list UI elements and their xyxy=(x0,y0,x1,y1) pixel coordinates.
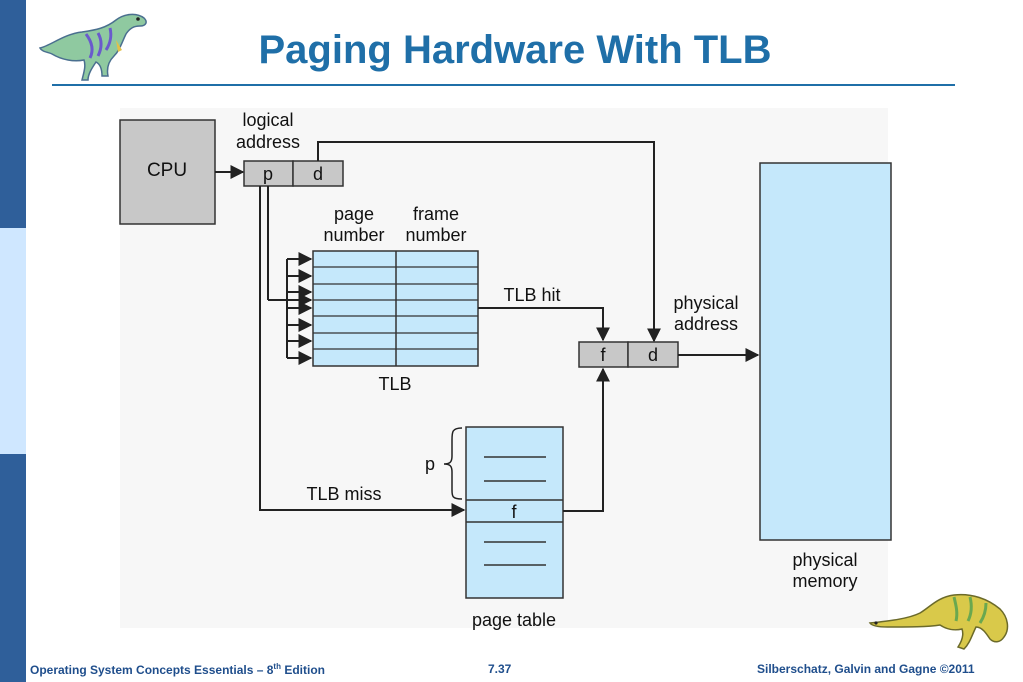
logical-address-line2: address xyxy=(236,132,300,152)
tlb-hit-arrow xyxy=(478,307,610,342)
frame-number-line2: number xyxy=(405,225,466,245)
logical-address-line1: logical xyxy=(242,110,293,130)
page-table-p-label: p xyxy=(425,454,435,474)
frame-number-line1: frame xyxy=(413,204,459,224)
physical-address-line1: physical xyxy=(673,293,738,313)
tlb-miss-label: TLB miss xyxy=(306,484,381,504)
page-table-label: page table xyxy=(472,610,556,630)
physical-d-box xyxy=(627,341,679,368)
physical-d-label: d xyxy=(648,345,658,365)
slide-title: Paging Hardware With TLB xyxy=(258,28,772,72)
footer-course-text: Operating System Concepts Essentials – 8 xyxy=(30,663,274,677)
sidebar-top-dark xyxy=(0,0,26,228)
sidebar-bottom-dark xyxy=(0,454,26,682)
page-number-line1: page xyxy=(334,204,374,224)
page-number: 7.37 xyxy=(488,662,512,676)
tlb-hit-label: TLB hit xyxy=(503,285,560,305)
dinosaur-icon xyxy=(38,13,147,81)
physical-f-label: f xyxy=(600,345,606,365)
physical-memory-line1: physical xyxy=(792,550,857,570)
title-divider xyxy=(52,84,955,86)
logical-d-box xyxy=(292,160,344,187)
logical-p-label: p xyxy=(263,164,273,184)
d-to-physical-d-arrow xyxy=(317,141,661,343)
page-table-to-f-arrow xyxy=(563,367,610,512)
page-table-brace xyxy=(443,427,463,500)
footer-course-sup: th xyxy=(273,662,281,671)
cpu-label: CPU xyxy=(147,160,187,181)
physical-memory-line2: memory xyxy=(792,571,857,591)
page-table-f-label: f xyxy=(511,502,517,522)
tlb-label: TLB xyxy=(378,374,411,394)
cpu-box xyxy=(119,119,216,225)
dinosaur-icon xyxy=(868,593,1009,650)
tlb-table xyxy=(312,250,479,367)
tlb-miss-arrow xyxy=(259,186,466,517)
p-to-tlb-arrows xyxy=(267,186,313,365)
physical-memory-box xyxy=(759,162,892,541)
footer-authors: Silberschatz, Galvin and Gagne ©2011 xyxy=(757,662,975,676)
page-number-line2: number xyxy=(323,225,384,245)
footer-course-title: Operating System Concepts Essentials – 8… xyxy=(30,662,325,677)
physical-address-line2: address xyxy=(674,314,738,334)
sidebar-middle-light xyxy=(0,228,26,454)
logical-d-label: d xyxy=(313,164,323,184)
footer-course-suffix: Edition xyxy=(280,663,325,677)
page-table xyxy=(465,426,564,599)
physical-f-box xyxy=(578,341,629,368)
